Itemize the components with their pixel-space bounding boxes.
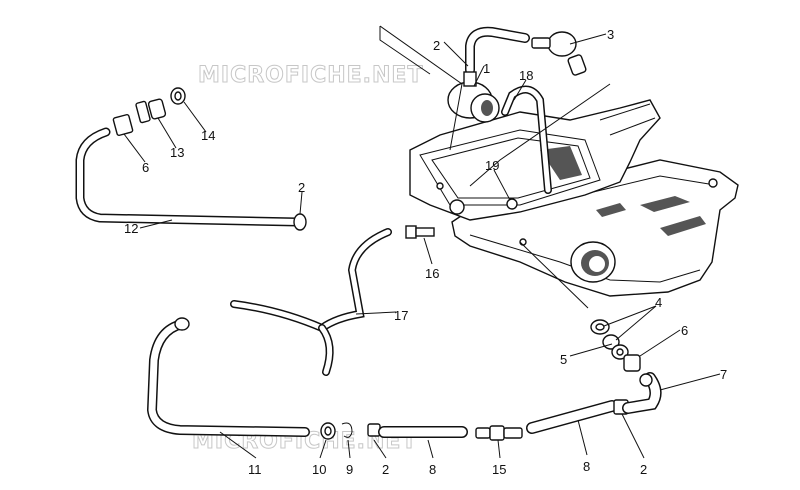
fittings-upper-left [112, 87, 186, 137]
callout-5: 5 [560, 352, 567, 367]
callout-9: 9 [346, 462, 353, 477]
callout-6b: 6 [681, 323, 688, 338]
callout-19: 19 [485, 158, 499, 173]
callout-16: 16 [425, 266, 439, 281]
leader-lines [123, 25, 721, 459]
callout-2a: 2 [433, 38, 440, 53]
callout-18: 18 [519, 68, 533, 83]
watermark-top: MICROFICHE.NET [198, 63, 423, 88]
callout-1: 1 [483, 61, 490, 76]
callout-8a: 8 [429, 462, 436, 477]
callout-8b: 8 [583, 459, 590, 474]
callout-4: 4 [655, 295, 662, 310]
callout-14: 14 [201, 128, 215, 143]
callout-15: 15 [492, 462, 506, 477]
callout-7: 7 [720, 367, 727, 382]
fittings-bottom [320, 422, 523, 441]
callout-17: 17 [394, 308, 408, 323]
callout-11: 11 [248, 462, 262, 477]
callout-2d: 2 [640, 462, 647, 477]
callout-2b: 2 [298, 180, 305, 195]
callout-12: 12 [124, 221, 138, 236]
hose-11 [146, 319, 310, 437]
callout-labels: 2 3 1 18 14 13 6 19 2 12 16 4 17 6 5 7 1… [124, 27, 727, 477]
callout-13: 13 [170, 145, 184, 160]
callout-3: 3 [607, 27, 614, 42]
hose-12 [75, 127, 303, 227]
part-16-fitting [405, 225, 435, 239]
part-3-valve [531, 31, 587, 76]
part-1-valve [447, 71, 500, 123]
callout-10: 10 [312, 462, 326, 477]
callout-6a: 6 [142, 160, 149, 175]
airbox-housing [409, 99, 739, 297]
washers-and-nut [590, 319, 653, 387]
callout-2c: 2 [382, 462, 389, 477]
